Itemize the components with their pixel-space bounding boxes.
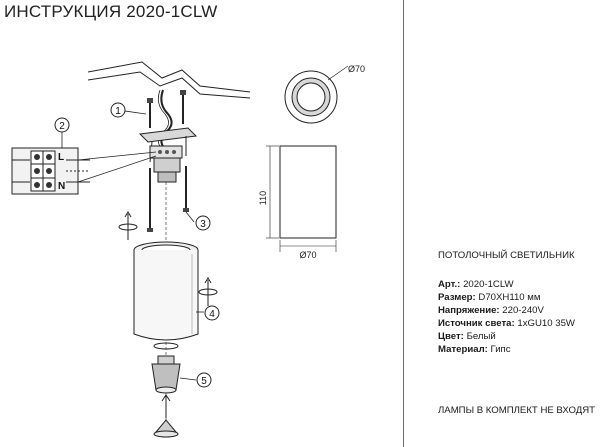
wiring-detail bbox=[11, 147, 157, 195]
lamp-not-included-note: ЛАМПЫ В КОМПЛЕКТ НЕ ВХОДЯТ bbox=[438, 405, 596, 416]
page-title: ИНСТРУКЦИЯ 2020-1CLW bbox=[4, 2, 218, 21]
lamp-body bbox=[133, 241, 199, 341]
spec-row-material: Материал: Гипс bbox=[438, 344, 511, 355]
side-view bbox=[266, 145, 337, 252]
spec-row-size: Размер: D70XH110 мм bbox=[438, 292, 541, 303]
fixing-screw-right bbox=[183, 166, 189, 212]
callout-2: 2 bbox=[59, 121, 65, 132]
terminal-label-n: N bbox=[58, 181, 65, 192]
ceiling-screw-right bbox=[180, 90, 186, 124]
height-label: 110 bbox=[258, 191, 268, 205]
mounting-bracket bbox=[138, 127, 198, 143]
socket-assembly bbox=[149, 145, 183, 183]
retaining-clip bbox=[153, 342, 179, 350]
insert-arrow bbox=[161, 394, 171, 418]
callout-1: 1 bbox=[115, 106, 121, 117]
ceiling-screw-left bbox=[147, 98, 153, 128]
top-view bbox=[284, 65, 349, 124]
spec-row-article: Арт.: 2020-1CLW bbox=[438, 279, 514, 290]
rotation-arrow-top bbox=[118, 211, 138, 240]
terminal-label-l: L bbox=[58, 152, 64, 163]
side-diameter-label: Ø70 bbox=[299, 250, 316, 260]
spec-row-voltage: Напряжение: 220-240V bbox=[438, 305, 544, 316]
fixing-screw-left bbox=[147, 168, 153, 232]
rotation-arrow-bottom bbox=[198, 277, 218, 306]
divider-line bbox=[403, 0, 404, 447]
spec-row-color: Цвет: Белый bbox=[438, 331, 496, 342]
callout-5: 5 bbox=[201, 376, 207, 387]
callout-3: 3 bbox=[200, 219, 206, 230]
callout-4: 4 bbox=[209, 309, 215, 320]
ceiling-outline bbox=[87, 61, 251, 99]
gu10-bulb bbox=[151, 355, 181, 394]
top-diameter-label: Ø70 bbox=[348, 64, 365, 74]
installation-tool bbox=[153, 419, 179, 438]
spec-row-light-source: Источник света: 1xGU10 35W bbox=[438, 318, 575, 329]
product-type: ПОТОЛОЧНЫЙ СВЕТИЛЬНИК bbox=[438, 250, 575, 261]
